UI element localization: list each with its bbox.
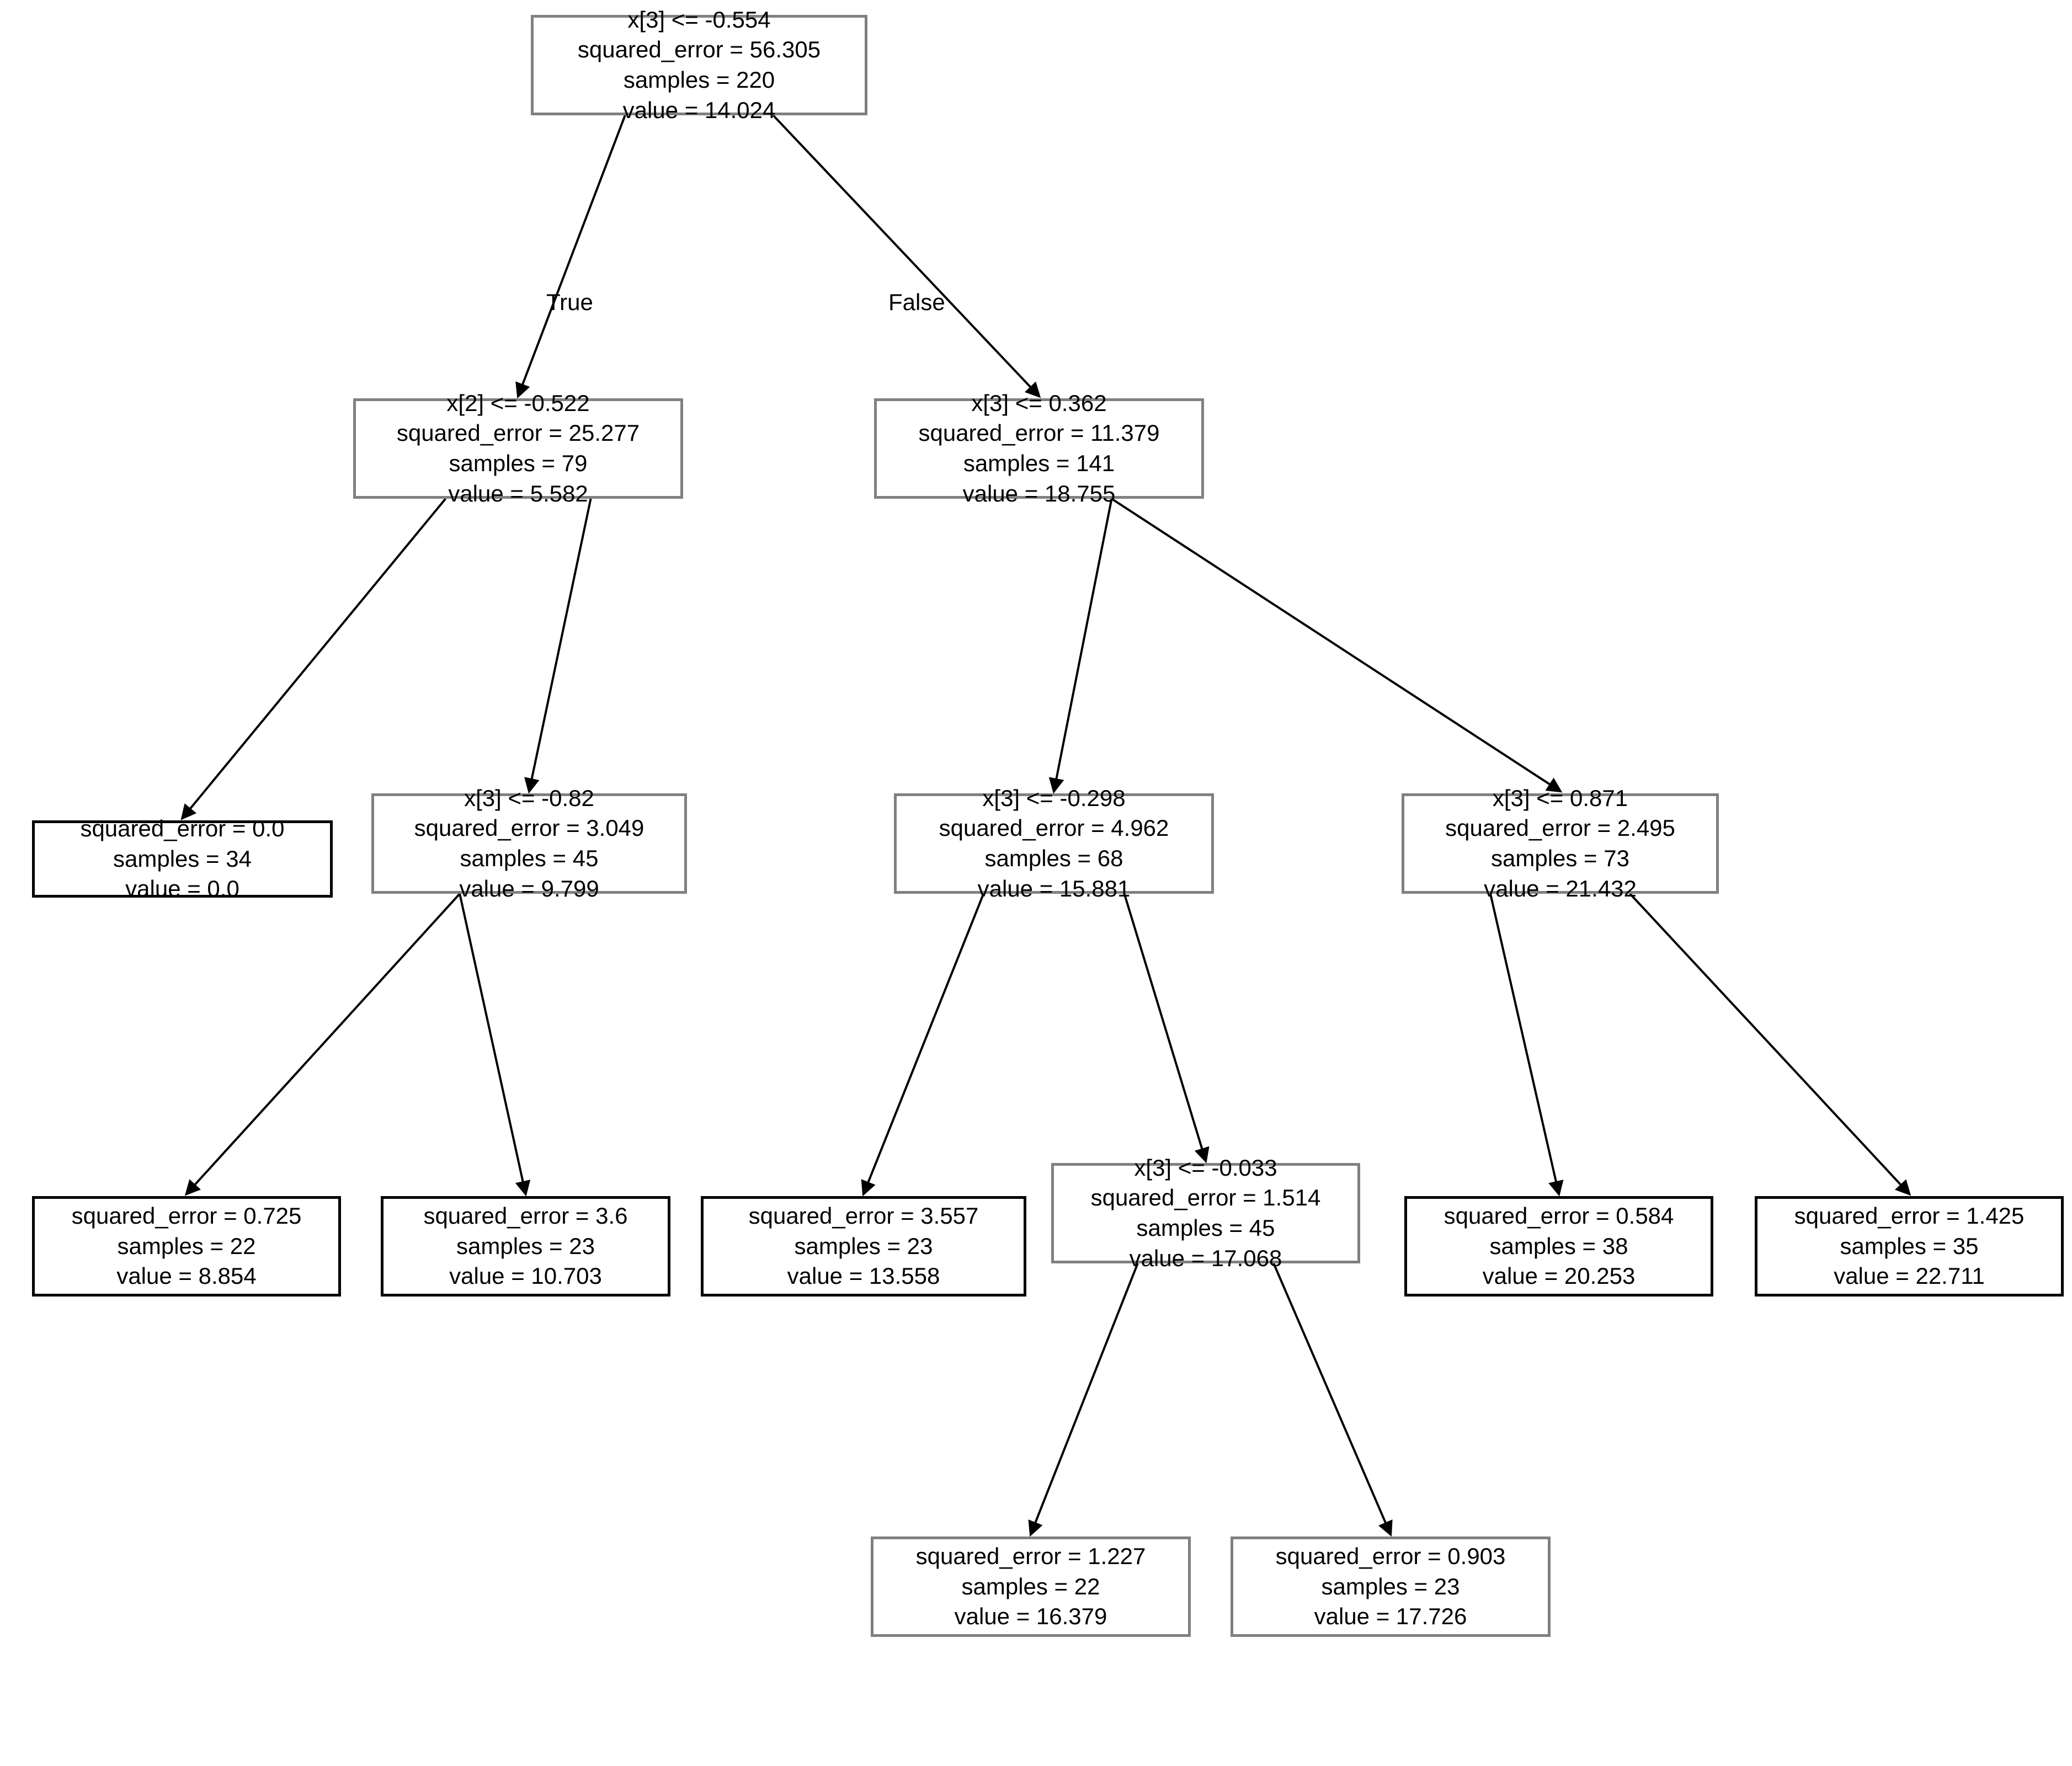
node-text-line: x[3] <= -0.033 (1134, 1154, 1277, 1181)
node-text-line: value = 13.558 (787, 1263, 940, 1289)
tree-edge (1629, 893, 1911, 1196)
node-text-line: squared_error = 56.305 (577, 36, 821, 63)
node-text-line: samples = 68 (984, 845, 1123, 871)
node-text-line: squared_error = 3.557 (748, 1203, 979, 1229)
tree-edge (184, 893, 461, 1196)
node-text-line: squared_error = 0.584 (1444, 1203, 1674, 1229)
node-text-line: samples = 141 (963, 450, 1115, 476)
tree-edge (1489, 893, 1564, 1197)
tree-leaf-node: squared_error = 1.227 samples = 22 value =… (871, 1536, 1191, 1637)
node-text-line: squared_error = 3.049 (414, 815, 644, 841)
tree-leaf-node: squared_error = 0.725 samples = 22 value =… (32, 1196, 341, 1297)
node-text-line: x[3] <= -0.554 (627, 6, 771, 33)
node-text-line: value = 17.726 (1314, 1603, 1467, 1630)
node-text-line: samples = 23 (794, 1233, 933, 1259)
node-text-line: squared_error = 4.962 (939, 815, 1169, 841)
node-text-line: value = 22.711 (1834, 1263, 1985, 1289)
node-text-line: value = 20.253 (1482, 1263, 1636, 1289)
node-text-line: x[3] <= -0.298 (982, 785, 1126, 811)
node-text-line: x[3] <= -0.82 (464, 785, 594, 811)
tree-edge (459, 893, 531, 1197)
node-text-line: x[3] <= 0.871 (1492, 785, 1628, 811)
tree-edge (1111, 498, 1563, 793)
node-text-line: x[2] <= -0.522 (446, 390, 590, 416)
node-text-line: samples = 23 (1321, 1573, 1460, 1599)
node-text-line: samples = 23 (456, 1233, 595, 1259)
tree-internal-node: x[3] <= -0.298 squared_error = 4.962 sampl… (894, 785, 1214, 901)
node-text-line: samples = 38 (1489, 1233, 1628, 1259)
tree-edge (772, 114, 1041, 398)
node-text-line: samples = 22 (961, 1573, 1100, 1599)
node-text-line: squared_error = 0.903 (1275, 1543, 1506, 1570)
tree-internal-node: x[2] <= -0.522 squared_error = 25.277 samp… (353, 390, 683, 506)
node-text-line: squared_error = 1.425 (1794, 1203, 2025, 1229)
node-text-line: squared_error = 11.379 (918, 420, 1160, 446)
node-text-line: value = 16.379 (954, 1603, 1107, 1630)
tree-edge (1272, 1263, 1393, 1537)
tree-internal-node: x[3] <= 0.362 squared_error = 11.379 sampl… (874, 390, 1204, 506)
node-text-line: value = 18.755 (962, 480, 1116, 506)
node-text-line: value = 21.432 (1484, 875, 1637, 901)
tree-edge (1123, 893, 1210, 1164)
node-text-line: samples = 45 (460, 845, 599, 871)
tree-root-node: x[3] <= -0.554 squared_error = 56.305 samp… (531, 7, 867, 123)
tree-leaf-node: squared_error = 0.0 samples = 34 value = 0… (32, 815, 333, 901)
node-text-line: samples = 35 (1840, 1233, 1979, 1259)
node-text-line: value = 0.0 (125, 876, 239, 902)
tree-edge (861, 893, 985, 1197)
node-text-line: x[3] <= 0.362 (971, 390, 1107, 416)
node-text-line: samples = 79 (449, 450, 588, 476)
tree-edge (1048, 498, 1113, 794)
edge-label-false: False (888, 289, 945, 315)
tree-edge (524, 498, 592, 794)
tree-edge (180, 498, 446, 820)
node-text-line: samples = 45 (1136, 1215, 1275, 1241)
node-text-line: value = 17.068 (1129, 1245, 1282, 1271)
node-text-line: value = 14.024 (622, 97, 776, 123)
tree-leaf-node: squared_error = 0.903 samples = 23 value =… (1231, 1536, 1551, 1637)
node-text-line: value = 8.854 (116, 1263, 257, 1289)
node-text-line: value = 15.881 (977, 875, 1131, 901)
tree-internal-node: x[3] <= 0.871 squared_error = 2.495 sample… (1402, 785, 1719, 901)
node-text-line: samples = 73 (1491, 845, 1629, 871)
tree-edge (515, 115, 626, 399)
node-text-line: squared_error = 0.0 (80, 815, 285, 842)
tree-leaf-node: squared_error = 3.557 samples = 23 value =… (701, 1196, 1026, 1297)
tree-leaf-node: squared_error = 1.425 samples = 35 value =… (1755, 1196, 2064, 1297)
node-text-line: squared_error = 1.227 (915, 1543, 1146, 1570)
tree-internal-node: x[3] <= -0.033 squared_error = 1.514 sampl… (1051, 1155, 1360, 1271)
node-text-line: samples = 34 (113, 845, 252, 872)
edge-label-true: True (546, 289, 593, 315)
node-text-line: samples = 22 (117, 1233, 256, 1259)
node-text-line: value = 9.799 (459, 875, 599, 901)
node-text-line: squared_error = 25.277 (396, 420, 640, 446)
node-text-line: value = 5.582 (448, 480, 588, 506)
tree-leaf-node: squared_error = 3.6 samples = 23 value = 1… (381, 1196, 670, 1297)
tree-internal-node: x[3] <= -0.82 squared_error = 3.049 sample… (371, 785, 687, 901)
node-text-line: squared_error = 2.495 (1445, 815, 1675, 841)
tree-leaf-node: squared_error = 0.584 samples = 38 value =… (1404, 1196, 1713, 1297)
node-text-line: squared_error = 1.514 (1090, 1185, 1321, 1211)
node-text-line: squared_error = 0.725 (71, 1203, 302, 1229)
node-text-line: samples = 220 (623, 67, 775, 93)
node-text-line: value = 10.703 (449, 1263, 602, 1289)
node-text-line: squared_error = 3.6 (423, 1203, 628, 1229)
tree-edge (1028, 1263, 1139, 1537)
